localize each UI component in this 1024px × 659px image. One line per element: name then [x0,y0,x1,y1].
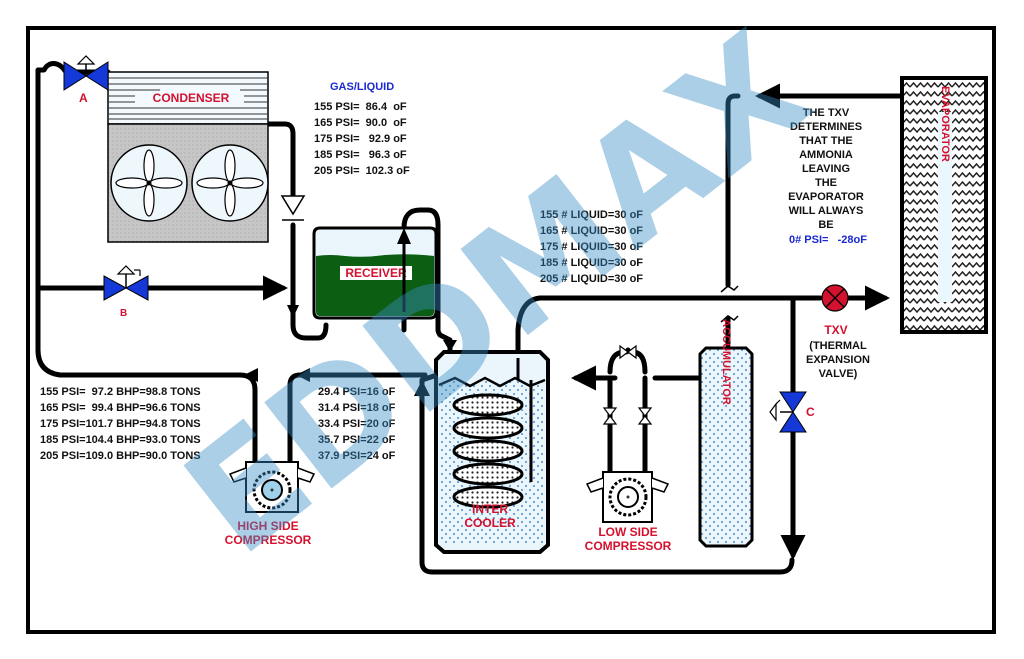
txv-note-line: DETERMINES [790,121,862,133]
flow-arrow-icon [287,305,299,318]
txv-label: TXV [824,323,847,337]
valve-a-label: A [79,91,88,105]
receiver-label: RECEIVER [345,266,407,280]
txv-note-line: LEAVING [802,163,850,175]
service-valve-icon[interactable] [602,407,618,425]
high-side-compressor: HIGH SIDE COMPRESSOR [225,461,316,547]
txv-note-line: WILL ALWAYS [789,205,864,217]
gas-liquid-row: 205 PSI= 102.3 oF [314,165,410,177]
evaporator: EVAPORATOR [900,76,988,334]
receiver: RECEIVER [312,226,438,320]
fan-icon [191,144,269,222]
txv-desc-line: EXPANSION [806,354,870,366]
valve-c[interactable]: C [769,391,815,433]
gas-liquid-row: 185 PSI= 96.3 oF [314,149,407,161]
intercooler-row: 35.7 PSI=22 oF [318,434,396,446]
evaporator-label: EVAPORATOR [939,86,951,162]
txv-desc-line: VALVE) [819,368,858,380]
intercooler-row: 31.4 PSI=18 oF [318,402,396,414]
piping [35,61,903,575]
liquid-row: 205 # LIQUID=30 oF [540,273,643,285]
line-break-mark [720,315,739,323]
coil-icon [452,393,524,509]
liquid-row: 185 # LIQUID=30 oF [540,257,643,269]
line-break-mark [720,285,739,293]
txv-note-line: THE [815,177,837,189]
txv-note-line: THAT THE [799,135,853,147]
outer-frame [26,26,996,634]
check-valve-icon [280,195,306,221]
bhp-row: 165 PSI= 99.4 BHP=96.6 TONS [40,402,201,414]
liquid-table: 155 # LIQUID=30 oF 165 # LIQUID=30 oF 17… [540,209,643,285]
txv-note-line: BE [818,219,833,231]
intercooler-table: 29.4 PSI=16 oF 31.4 PSI=18 oF 33.4 PSI=2… [318,386,396,462]
txv-note-line: THE TXV [803,107,850,119]
bhp-row: 205 PSI=109.0 BHP=90.0 TONS [40,450,201,462]
txv-note: THE TXV DETERMINES THAT THE AMMONIA LEAV… [788,107,867,246]
gas-liquid-row: 165 PSI= 90.0 oF [314,117,407,129]
intercooler-row: 29.4 PSI=16 oF [318,386,396,398]
high-side-compressor-label-line2: COMPRESSOR [225,533,312,547]
txv-note-value: 0# PSI= -28oF [789,234,867,246]
service-valve-icon[interactable] [619,344,637,360]
flow-arrow-icon [414,380,430,396]
txv-note-line: AMMONIA [799,149,853,161]
gas-liquid-table: GAS/LIQUID 155 PSI= 86.4 oF 165 PSI= 90.… [314,81,410,177]
accumulator: ACCUMULATOR [698,319,754,548]
valve-a[interactable]: A [63,55,109,105]
flow-arrow-icon [244,368,258,382]
intercooler-row: 37.9 PSI=24 oF [318,450,396,462]
liquid-row: 155 # LIQUID=30 oF [540,209,643,221]
valve-c-label: C [806,405,815,419]
valve-b[interactable]: B [103,265,149,319]
bhp-row: 175 PSI=101.7 BHP=94.8 TONS [40,418,201,430]
liquid-row: 175 # LIQUID=30 oF [540,241,643,253]
valve-b-label: B [120,308,127,319]
txv-desc-line: (THERMAL [809,340,867,352]
bhp-table: 155 PSI= 97.2 BHP=98.8 TONS 165 PSI= 99.… [40,386,201,462]
liquid-row: 165 # LIQUID=30 oF [540,225,643,237]
txv-note-line: EVAPORATOR [788,191,864,203]
service-valve-icon[interactable] [637,407,653,425]
condenser-label: CONDENSER [153,91,230,105]
intercooler-label-line1: INTER [472,502,508,516]
intercooler-label-line2: COOLER [464,516,516,530]
gas-liquid-header: GAS/LIQUID [330,81,394,93]
accumulator-label: ACCUMULATOR [720,319,732,405]
high-side-compressor-label-line1: HIGH SIDE [237,519,298,533]
low-side-compressor-label-line1: LOW SIDE [598,525,657,539]
fan-icon [110,144,188,222]
low-side-compressor-label-line2: COMPRESSOR [585,539,672,553]
flow-arrow-icon [443,340,457,352]
flow-arrow-icon [296,368,310,382]
bhp-row: 155 PSI= 97.2 BHP=98.8 TONS [40,386,201,398]
condenser: CONDENSER [107,71,269,243]
txv-valve[interactable] [821,284,849,312]
low-side-compressor: LOW SIDE COMPRESSOR [585,471,672,553]
intercooler: INTER COOLER [434,350,550,554]
bhp-row: 185 PSI=104.4 BHP=93.0 TONS [40,434,201,446]
gas-liquid-row: 175 PSI= 92.9 oF [314,133,407,145]
gas-liquid-row: 155 PSI= 86.4 oF [314,101,407,113]
intercooler-row: 33.4 PSI=20 oF [318,418,396,430]
